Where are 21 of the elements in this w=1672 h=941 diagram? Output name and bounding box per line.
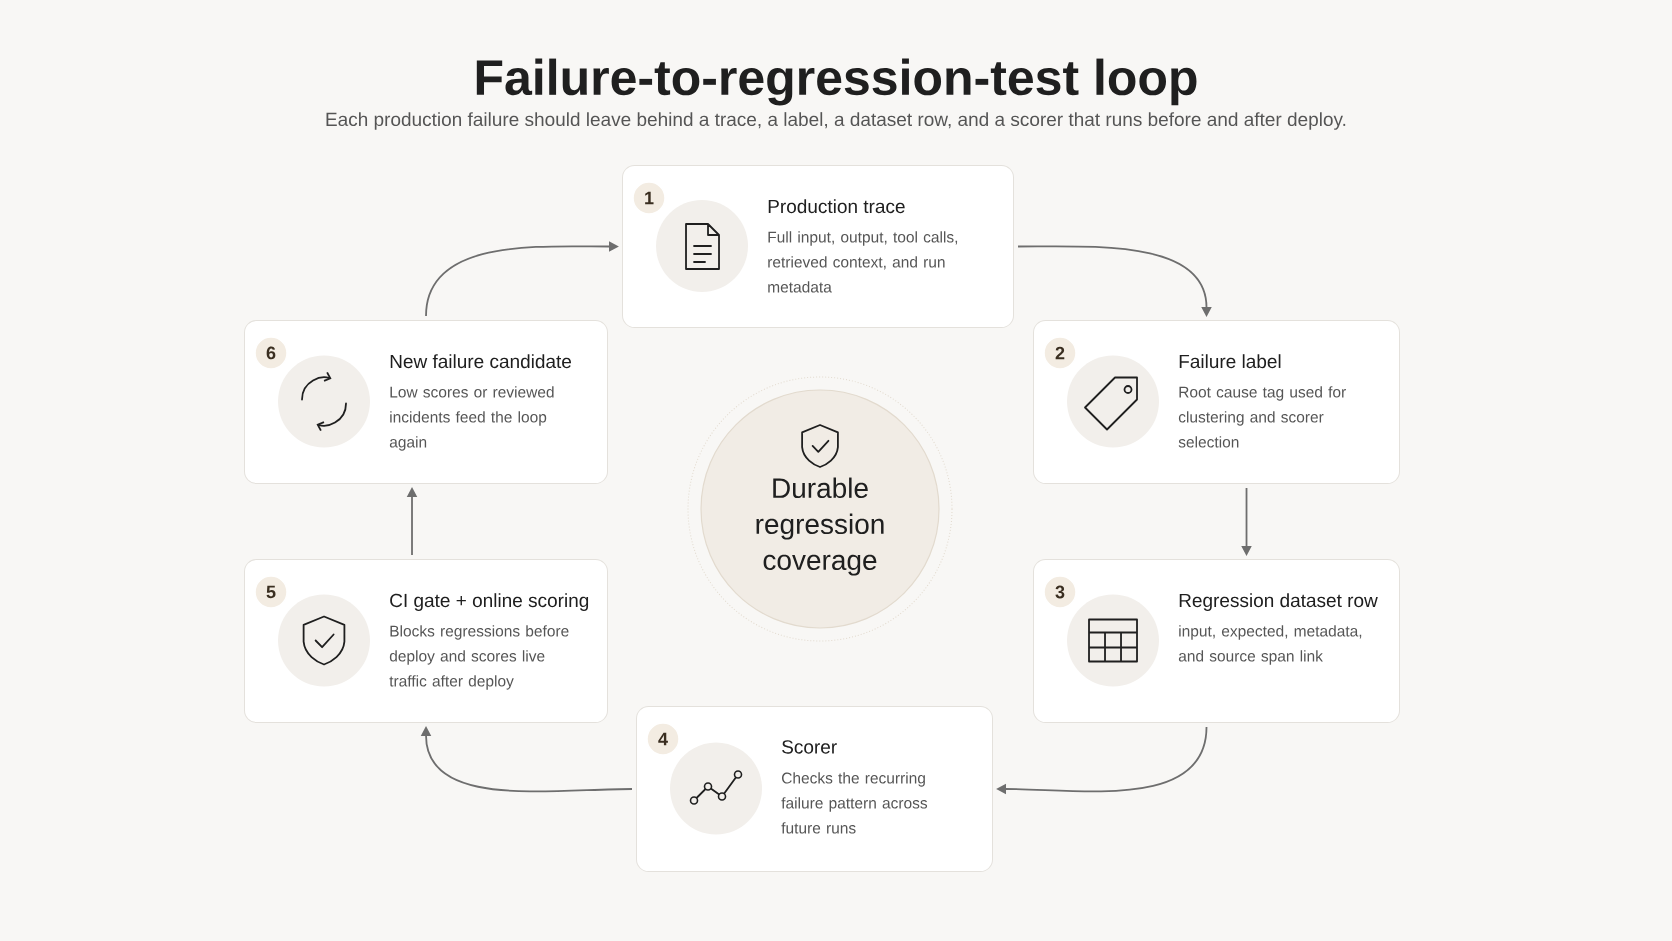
- card-description: Blocks regressions before deploy and scores live traffic after deploy: [389, 625, 569, 690]
- step-number-badge: 4: [646, 722, 680, 756]
- card-description: input, expected, metadata, and source span link: [1178, 625, 1362, 665]
- hub-label: Durable regression coverage: [756, 477, 884, 576]
- step-number-badge: 5: [254, 575, 288, 609]
- card-heading: New failure candidate: [390, 354, 572, 369]
- step-number-badge: 2: [1043, 336, 1077, 370]
- card-description: Checks the recurring failure pattern across future runs: [781, 772, 928, 834]
- card-heading: Production trace: [768, 199, 905, 214]
- card-description: Low scores or reviewed incidents feed the loop again: [389, 386, 554, 451]
- subtitle: Each production failure should leave behind a trace, a label, a dataset row, and a scorer that runs before and after deploy.: [326, 112, 1346, 130]
- card-heading: Regression dataset row: [1179, 593, 1378, 611]
- step-number-badge: 1: [632, 181, 666, 215]
- card-heading: CI gate + online scoring: [390, 593, 589, 611]
- card-heading: Scorer: [782, 740, 837, 754]
- step-number-badge: 6: [254, 336, 288, 370]
- card-description: Full input, output, tool calls, retrieved context, and run metadata: [768, 231, 958, 293]
- card-description: Root cause tag used for clustering and scorer selection: [1178, 386, 1346, 448]
- card-heading: Failure label: [1179, 354, 1281, 369]
- step-number-badge: 3: [1043, 575, 1077, 609]
- title: Failure-to-regression-test loop: [476, 58, 1197, 106]
